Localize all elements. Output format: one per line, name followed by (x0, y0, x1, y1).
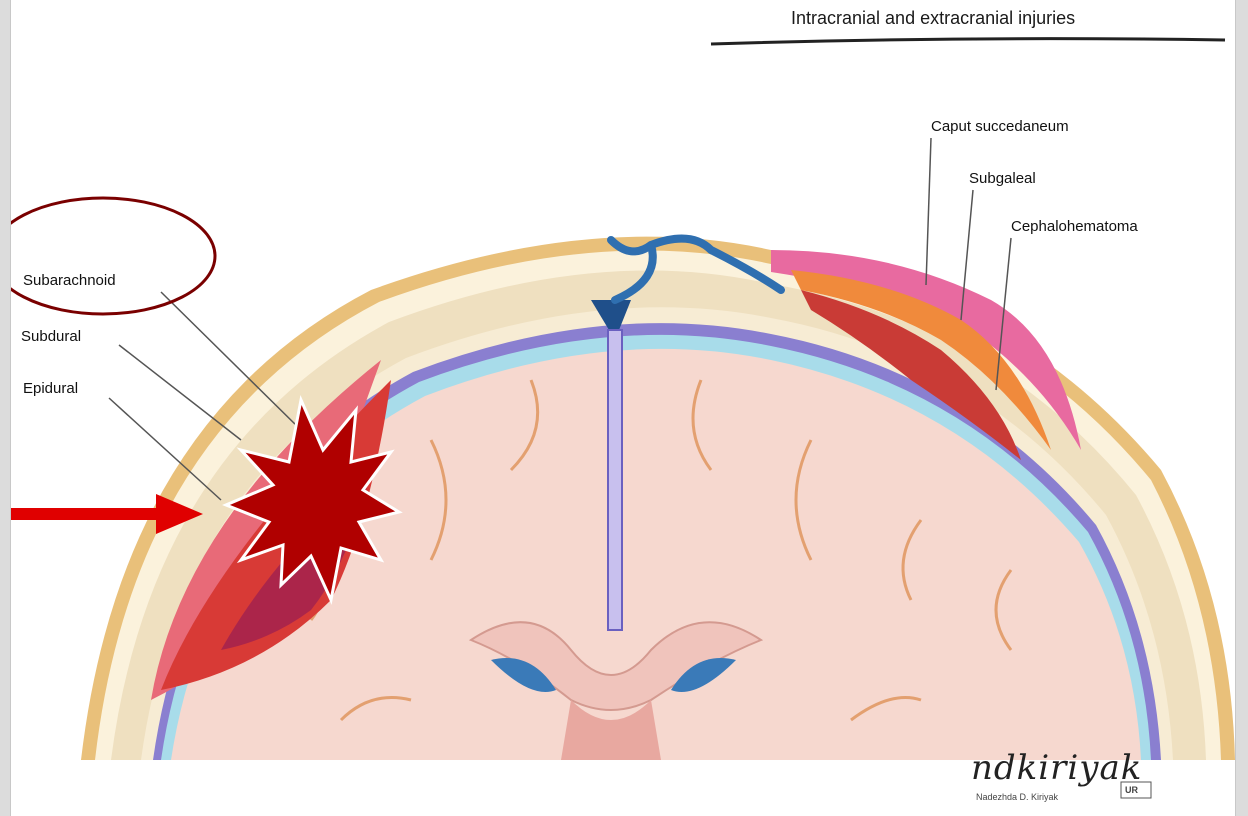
label-caput-succedaneum: Caput succedaneum (931, 118, 1069, 135)
label-subgaleal: Subgaleal (969, 170, 1036, 187)
label-subarachnoid: Subarachnoid (23, 272, 116, 289)
diagram-panel: Intracranial and extracranial injuries C… (10, 0, 1236, 816)
callout-ellipse (11, 198, 215, 314)
label-subdural: Subdural (21, 328, 81, 345)
title-underline (711, 39, 1225, 44)
signature: ndkiriyak (971, 748, 1142, 788)
figure-title: Intracranial and extracranial injuries (791, 8, 1075, 29)
label-epidural: Epidural (23, 380, 78, 397)
signature-credit: Nadezhda D. Kiriyak (976, 792, 1058, 802)
logo-text: UR (1125, 785, 1138, 795)
falx-cerebri (608, 330, 622, 630)
label-cephalohematoma: Cephalohematoma (1011, 218, 1138, 235)
